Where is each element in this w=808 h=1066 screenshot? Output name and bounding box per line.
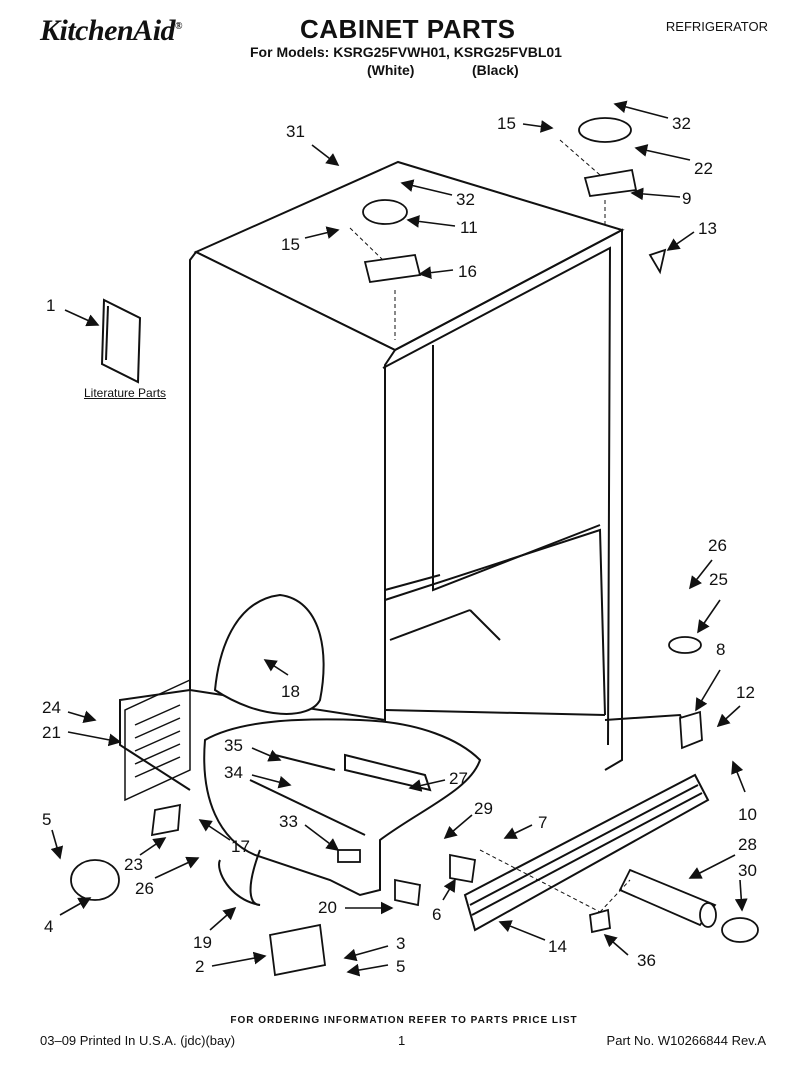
- callout-30: 30: [738, 861, 757, 880]
- part-number: Part No. W10266844 Rev.A: [606, 1033, 766, 1048]
- page-number: 1: [398, 1033, 406, 1048]
- callout-2: 2: [195, 957, 204, 976]
- callout-3: 3: [396, 934, 405, 953]
- category-label: REFRIGERATOR: [665, 19, 768, 34]
- printed-info: 03–09 Printed In U.S.A. (jdc)(bay): [40, 1033, 236, 1048]
- brand-mark: ®: [175, 21, 183, 32]
- small-parts: [70, 117, 759, 977]
- callout-34: 34: [224, 763, 243, 782]
- callout-24: 24: [42, 698, 61, 717]
- callout-36: 36: [637, 951, 656, 970]
- callout-23: 23: [124, 855, 143, 874]
- callout-15: 15: [497, 114, 516, 133]
- callout-8: 8: [716, 640, 725, 659]
- callout-25: 25: [709, 570, 728, 589]
- callout-10: 10: [738, 805, 757, 824]
- callout-21: 21: [42, 723, 61, 742]
- callout-32: 32: [672, 114, 691, 133]
- assembly-lines: [349, 139, 631, 913]
- callout-35: 35: [224, 736, 243, 755]
- callout-15b: 15: [281, 235, 300, 254]
- callout-9: 9: [682, 189, 691, 208]
- cutaway-regions: [203, 593, 482, 897]
- callout-32b: 32: [456, 190, 475, 209]
- callout-20: 20: [318, 898, 337, 917]
- callout-6: 6: [432, 905, 441, 924]
- color-black-label: (Black): [472, 62, 519, 78]
- filter-parts: [618, 868, 717, 928]
- models-line: For Models: KSRG25FVWH01, KSRG25FVBL01: [250, 44, 562, 60]
- callout-26b: 26: [135, 879, 154, 898]
- callout-7: 7: [538, 813, 547, 832]
- callout-22: 22: [694, 159, 713, 178]
- callout-29: 29: [474, 799, 493, 818]
- callout-4: 4: [44, 917, 53, 936]
- callout-26: 26: [708, 536, 727, 555]
- color-white-label: (White): [367, 62, 415, 78]
- callout-14: 14: [548, 937, 567, 956]
- callout-11: 11: [460, 218, 478, 237]
- callout-33: 33: [279, 812, 298, 831]
- order-note: FOR ORDERING INFORMATION REFER TO PARTS …: [230, 1015, 578, 1026]
- toe-grille: [463, 773, 710, 932]
- callout-28: 28: [738, 835, 757, 854]
- callout-1: 1: [46, 296, 55, 315]
- callout-5: 5: [42, 810, 51, 829]
- callout-17: 17: [231, 837, 250, 856]
- literature-parts-label: Literature Parts: [84, 386, 167, 400]
- literature-booklet: [100, 298, 142, 384]
- callout-labels: 31 32 15 22 9 32 11 15 16 13 1 26 25 8 1…: [42, 114, 757, 976]
- leader-arrows: [50, 100, 748, 977]
- page-title: CABINET PARTS: [300, 14, 516, 44]
- callout-19: 19: [193, 933, 212, 952]
- callout-5b: 5: [396, 957, 405, 976]
- callout-13: 13: [698, 219, 717, 238]
- callout-31: 31: [286, 122, 305, 141]
- callout-27: 27: [449, 769, 468, 788]
- callout-12: 12: [736, 683, 755, 702]
- brand-name: KitchenAid: [40, 14, 176, 47]
- callout-16: 16: [458, 262, 477, 281]
- brand-logo: KitchenAid®: [40, 14, 183, 48]
- rear-grille: [124, 678, 191, 802]
- callout-18: 18: [281, 682, 300, 701]
